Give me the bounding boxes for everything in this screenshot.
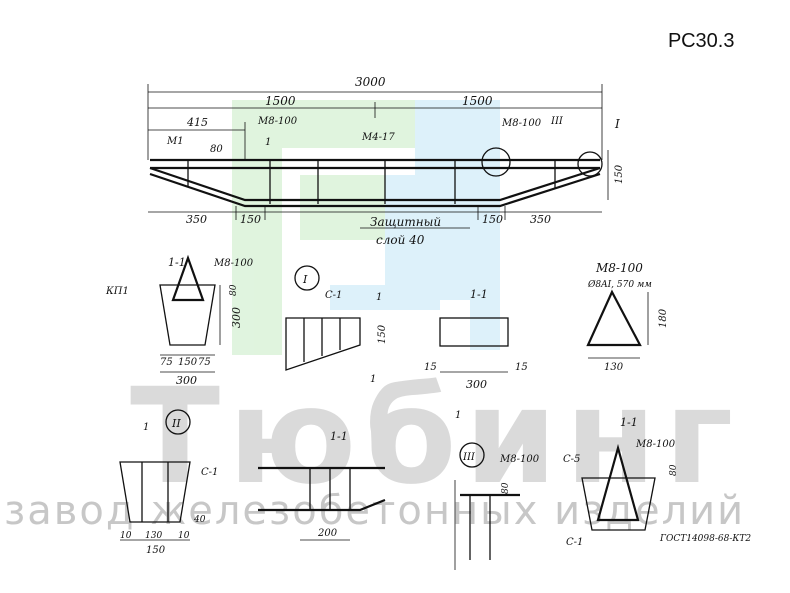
title: М8-100 xyxy=(595,261,643,275)
section-1-1-a: 1-1 КП1 М8-100 300 80 75 150 75 300 xyxy=(105,254,254,387)
label-c1: С-1 xyxy=(201,467,218,478)
label-kp1: КП1 xyxy=(105,286,129,297)
dim-150: 150 xyxy=(377,324,388,344)
dim-80: 80 xyxy=(229,284,239,296)
label-c5: С-5 xyxy=(563,454,580,465)
dim-40: 40 xyxy=(193,515,206,525)
label-m8: М8-100 xyxy=(499,454,540,465)
mark-1: 1 xyxy=(455,410,461,421)
dim-80: 80 xyxy=(210,144,223,155)
dim-80: 80 xyxy=(501,482,511,494)
dim-half-left: 1500 xyxy=(265,94,296,108)
roman-i: I xyxy=(302,273,308,286)
dim-15-a: 15 xyxy=(424,362,437,373)
title: 1-1 xyxy=(330,430,348,443)
label-m8-100-b: М8-100 xyxy=(501,118,542,129)
m8-detail: М8-100 Ø8AI, 570 мм 180 130 xyxy=(586,261,669,373)
title: 1-1 xyxy=(620,416,638,429)
title: 1-1 xyxy=(470,288,488,301)
label-m4-17: М4-17 xyxy=(361,132,395,143)
title: 1-1 xyxy=(168,256,186,269)
dim-total: 3000 xyxy=(355,75,386,89)
dim-150-height: 150 xyxy=(614,164,625,184)
dim-130: 130 xyxy=(145,531,162,541)
label-gost: ГОСТ14098-68-КТ2 xyxy=(659,534,751,544)
section-1-1-d: 1-1 М8-100 С-5 С-1 ГОСТ14098-68-КТ2 80 xyxy=(563,416,751,548)
dim-150: 150 xyxy=(146,545,166,556)
label-c1: С-1 xyxy=(325,290,342,301)
dim-10-a: 10 xyxy=(120,531,132,541)
mark-1-a: 1 xyxy=(376,292,382,303)
mark-1: 1 xyxy=(143,422,149,433)
dim-300-w: 300 xyxy=(176,374,197,387)
section-1-1-b: 1-1 15 15 300 xyxy=(424,288,528,391)
watermark-tagline: завод железобетонных изделий xyxy=(4,488,746,534)
dim-350-right: 350 xyxy=(530,213,551,226)
detail-i: I С-1 150 1 1 xyxy=(285,265,388,385)
cover-label-2: слой 40 xyxy=(376,233,425,247)
mark-big-i: I xyxy=(614,117,620,131)
dim-10-b: 10 xyxy=(178,531,190,541)
mark-1: 1 xyxy=(265,137,271,148)
label-m8-100-a: М8-100 xyxy=(257,116,298,127)
dim-15-b: 15 xyxy=(515,362,528,373)
label-m8: М8-100 xyxy=(635,439,676,450)
detail-ii: II С-1 40 10 130 10 150 1 xyxy=(119,409,218,556)
mark-1-b: 1 xyxy=(370,374,376,385)
dim-415: 415 xyxy=(186,116,208,129)
dim-75-a: 75 xyxy=(160,357,173,368)
dim-300-h: 300 xyxy=(230,307,243,328)
dim-150-b: 150 xyxy=(482,213,503,226)
document-code: РС30.3 xyxy=(668,30,735,52)
dim-80: 80 xyxy=(669,464,679,476)
detail-iii: III М8-100 80 xyxy=(454,442,540,570)
roman-iii: III xyxy=(462,452,476,463)
roman-ii: II xyxy=(171,417,181,430)
spec: Ø8AI, 570 мм xyxy=(587,279,652,290)
dim-300: 300 xyxy=(466,378,487,391)
dim-130: 130 xyxy=(604,362,624,373)
section-1-1-c: 1-1 200 1 xyxy=(258,410,461,541)
label-m8: М8-100 xyxy=(213,258,254,269)
mark-iii: III xyxy=(550,116,564,127)
dim-half-right: 1500 xyxy=(462,94,493,108)
watermark-brand: Тюбинг xyxy=(130,360,742,514)
dim-150-a: 150 xyxy=(240,213,261,226)
dim-180: 180 xyxy=(658,308,669,328)
dim-75-b: 75 xyxy=(198,357,211,368)
dim-200: 200 xyxy=(317,528,338,539)
label-m1: М1 xyxy=(166,136,184,147)
dim-350-left: 350 xyxy=(186,213,207,226)
label-c1: С-1 xyxy=(566,537,583,548)
cover-label-1: Защитный xyxy=(370,215,441,229)
main-elevation: 3000 1500 1500 415 80 М1 М8-100 1 М4-17 … xyxy=(147,75,625,247)
dim-150: 150 xyxy=(178,357,198,368)
